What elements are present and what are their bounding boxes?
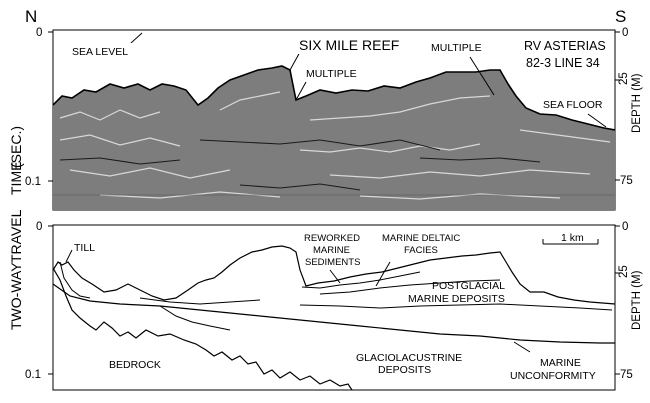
till-leader <box>65 249 73 263</box>
sea-floor-line <box>53 65 615 131</box>
deltaic-leader <box>375 261 391 287</box>
axis-title-word-4: (SEC.) <box>8 126 24 168</box>
bedrock-surface <box>53 267 353 390</box>
axis-title-word-2: TRAVEL <box>8 209 24 263</box>
vessel-label: RV ASTERIAS <box>524 39 606 53</box>
time-tick-bottom-01: 0.1 <box>25 369 41 381</box>
label-bg <box>540 97 608 111</box>
seismic-texture <box>53 66 615 210</box>
scale-bar: 1 km <box>542 232 599 245</box>
interpretation-panel: 1 km TILL REWORKED MARINE SEDIMENTS MARI… <box>52 224 616 391</box>
unconformity-label-2: UNCONFORMITY <box>510 370 596 382</box>
marine-unconformity <box>53 283 615 344</box>
depth-axis-title-bottom: DEPTH (M) <box>631 270 643 330</box>
glacio-label-2: DEPOSITS <box>378 364 431 376</box>
time-axis: 0 0.1 0 0.1 TWO-WAY TRAVEL TIME (SEC.) <box>8 27 53 381</box>
label-bg <box>428 40 492 54</box>
multiple-label-2: MULTIPLE <box>431 42 482 54</box>
multiple2-leader <box>469 56 495 96</box>
deltaic-foreset <box>319 279 501 295</box>
seismic-dark-bands <box>59 139 541 191</box>
scale-bar-label: 1 km <box>561 232 584 244</box>
interp-sea-floor <box>53 245 615 305</box>
axis-title-word-1: TWO-WAY <box>8 262 24 330</box>
reef-leader <box>289 51 301 71</box>
deltaic-label-1: MARINE DELTAIC <box>382 233 460 244</box>
time-tick-bottom-0: 0 <box>36 221 42 233</box>
depth-axis-title-top: DEPTH (M) <box>631 73 643 133</box>
south-label: S <box>615 7 626 26</box>
depth-tick-top-75: 75 <box>620 175 633 187</box>
bedrock-inner <box>159 305 231 331</box>
postglacial-base <box>139 297 261 305</box>
postglacial-label-2: MARINE DEPOSITS <box>408 293 505 305</box>
depth-tick-top-25: 25 <box>618 72 630 85</box>
reworked-label-1: REWORKED <box>304 233 360 244</box>
reworked-leader <box>329 269 341 284</box>
interpretation-frame <box>52 224 616 391</box>
reworked-label-2: MARINE <box>313 245 350 256</box>
glacio-label-1: GLACIOLACUSTRINE <box>356 352 462 364</box>
label-bg <box>302 66 366 80</box>
time-tick-top-01: 0.1 <box>25 176 41 188</box>
sea-floor-label: SEA FLOOR <box>543 99 603 111</box>
bedrock-label: BEDROCK <box>109 359 161 371</box>
depth-tick-top-0: 0 <box>622 27 628 39</box>
unconformity-leader <box>513 341 531 353</box>
sea-floor-leader <box>587 113 607 128</box>
label-bg <box>296 36 414 54</box>
reworked-label-3: SEDIMENTS <box>305 257 360 268</box>
north-label: N <box>25 7 37 26</box>
till-surface <box>59 261 91 299</box>
postglacial-lower <box>299 303 613 311</box>
label-bg <box>62 43 132 57</box>
seismic-record-panel: SEA LEVEL SIX MILE REEF MULTIPLE MULTIPL… <box>52 29 616 211</box>
reef-title: SIX MILE REEF <box>299 37 399 53</box>
depth-axis: 0 25 75 0 25 75 DEPTH (M) DEPTH (M) <box>615 27 643 381</box>
sea-level-label: SEA LEVEL <box>72 46 128 58</box>
reworked-base <box>301 271 421 289</box>
axis-title-word-3: TIME <box>8 162 24 195</box>
multiple1-leader <box>295 81 307 101</box>
line-label: 82-3 LINE 34 <box>526 56 600 70</box>
unconformity-label-1: MARINE <box>540 357 581 369</box>
till-label: TILL <box>74 242 95 254</box>
multiple-label-1: MULTIPLE <box>306 68 357 80</box>
depth-tick-bottom-0: 0 <box>622 221 628 233</box>
depth-tick-bottom-25: 25 <box>618 265 630 278</box>
time-tick-top-0: 0 <box>36 27 42 39</box>
seismic-reflectors <box>59 91 611 200</box>
postglacial-label-1: POSTGLACIAL <box>432 280 505 292</box>
label-bg <box>520 38 612 72</box>
depth-tick-bottom-75: 75 <box>620 369 633 381</box>
deltaic-label-2: FACIES <box>404 245 438 256</box>
